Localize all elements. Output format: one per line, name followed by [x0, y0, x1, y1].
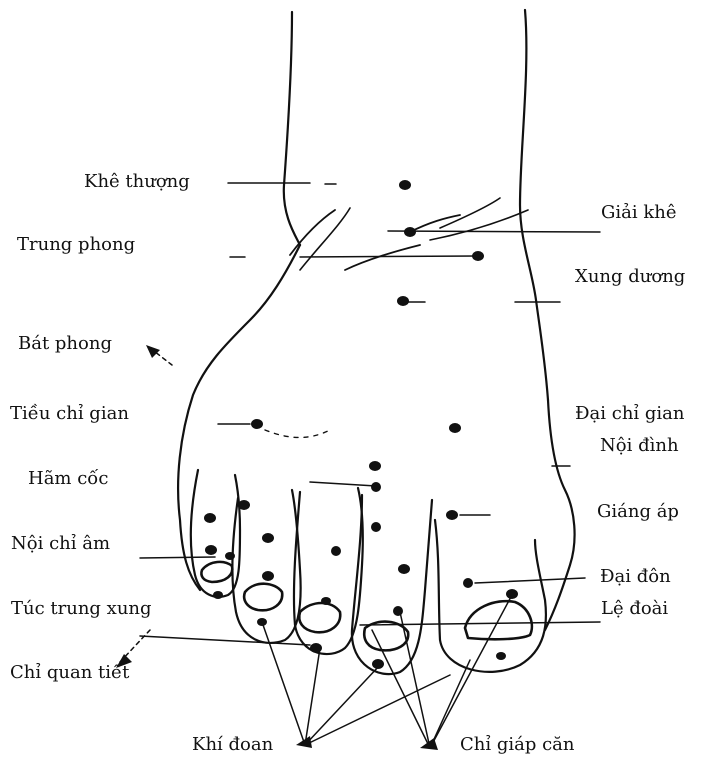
label-bat-phong: Bát phong — [18, 335, 112, 353]
acupoint-ham-coc — [371, 482, 381, 492]
crease-line — [290, 210, 335, 255]
crease-line — [345, 245, 420, 270]
arrowheads — [116, 345, 438, 750]
leader-lines — [120, 183, 600, 748]
acupoint-toe-3 — [371, 522, 381, 532]
big-toe-outline — [435, 520, 546, 672]
label-khi-doan: Khí đoan — [192, 736, 273, 754]
ankle-outline-left — [284, 12, 300, 245]
label-giang-ap: Giáng áp — [597, 503, 679, 521]
acupoint-toe-8 — [213, 591, 223, 599]
acupoint-noi-chi-am — [205, 545, 217, 555]
label-ham-coc: Hãm cốc — [28, 470, 108, 488]
acupoint-toe-9 — [321, 597, 331, 605]
acupoint-trung-phong — [472, 251, 484, 261]
label-khe-thuong: Khê thượng — [84, 173, 190, 191]
acupoint-dai-chi-gian — [449, 423, 461, 433]
acupoint-toe-12 — [310, 643, 322, 653]
third-toe-nail — [299, 603, 340, 632]
acupoint-khe-thuong — [399, 180, 411, 190]
toe-crease — [265, 430, 330, 438]
fourth-toe-nail — [244, 584, 282, 611]
little-toe-nail — [201, 562, 232, 582]
acupoint-xung-duong — [397, 296, 409, 306]
label-giai-khe: Giải khê — [601, 204, 677, 222]
acupoint-giai-khe — [404, 227, 416, 237]
second-toe-nail — [364, 622, 408, 651]
acupoint-toe-14 — [496, 652, 506, 660]
foot-outline-right — [545, 400, 575, 630]
acupoint-toe-2 — [262, 533, 274, 543]
label-xung-duong: Xung dương — [575, 268, 685, 286]
acupoint-toe-13 — [372, 659, 384, 669]
fourth-toe-outline — [232, 490, 300, 643]
acupoint-toe-5 — [225, 552, 235, 560]
label-le-doai: Lệ đoài — [601, 600, 668, 618]
label-tuc-trung-xung: Túc trung xung — [11, 600, 152, 618]
acupoint-toe-6 — [262, 571, 274, 581]
label-noi-chi-am: Nội chỉ âm — [11, 535, 110, 553]
acupoint-dai-don — [398, 564, 410, 574]
label-trung-phong: Trung phong — [17, 236, 135, 254]
acupoints — [204, 180, 518, 669]
label-tieu-chi-gian: Tiều chỉ gian — [10, 405, 129, 423]
label-dai-don: Đại đôn — [600, 568, 671, 586]
acupoint-toe-4 — [331, 546, 341, 556]
crease-line — [430, 210, 528, 240]
acupoint-bat-phong-1 — [204, 513, 216, 523]
label-noi-dinh: Nội đình — [600, 437, 679, 455]
label-dai-chi-gian: Đại chỉ gian — [575, 405, 685, 423]
ankle-outline-right — [520, 10, 548, 400]
acupoint-toe-7 — [463, 578, 473, 588]
acupoint-le-doai — [506, 589, 518, 599]
crease-line — [410, 215, 460, 232]
label-chi-quan-tiet: Chỉ quan tiết — [10, 664, 129, 682]
acupoint-giang-ap — [446, 510, 458, 520]
acupoint-toe-11 — [257, 618, 267, 626]
second-toe-outline — [352, 495, 432, 674]
acupoint-noi-dinh — [369, 461, 381, 471]
label-chi-giap-can: Chỉ giáp căn — [460, 736, 575, 754]
acupoint-toe-10 — [393, 606, 403, 616]
acupoint-tieu-chi-gian — [251, 419, 263, 429]
acupoint-bat-phong-2 — [238, 500, 250, 510]
